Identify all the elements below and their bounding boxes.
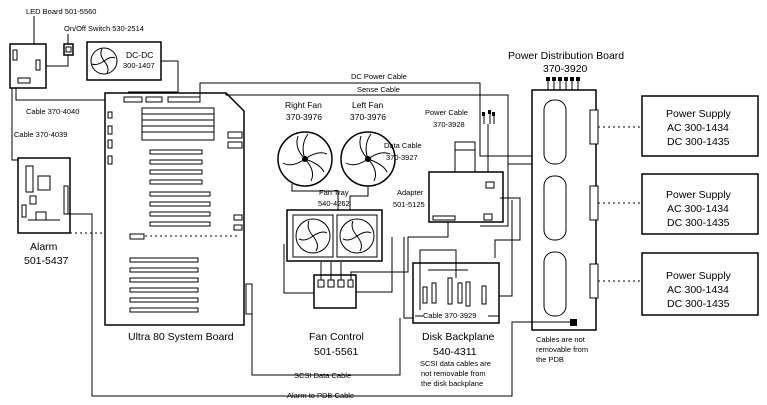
system-board-label: Ultra 80 System Board bbox=[128, 331, 234, 343]
onoff-switch-label: On/Off Switch 530-2514 bbox=[64, 24, 144, 33]
power-supply-1-ac: AC 300-1434 bbox=[667, 122, 729, 134]
fan-tray-part: 540-4262 bbox=[318, 199, 350, 208]
fan-control-part: 501-5561 bbox=[314, 346, 359, 358]
power-supply-2-dc: DC 300-1435 bbox=[667, 217, 730, 229]
power-supply-3-ac: AC 300-1434 bbox=[667, 284, 729, 296]
power-supply-1-name: Power Supply bbox=[666, 108, 732, 120]
power-cable bbox=[482, 110, 495, 182]
fan-control bbox=[313, 274, 357, 309]
alarm-board bbox=[17, 157, 71, 234]
right-fan-name: Right Fan bbox=[285, 100, 322, 110]
power-distribution-board bbox=[531, 89, 599, 331]
led-board bbox=[9, 43, 47, 89]
right-fan-part: 370-3976 bbox=[286, 112, 322, 122]
power-supply-3-dc: DC 300-1435 bbox=[667, 298, 730, 310]
dcdc-name: DC-DC bbox=[126, 50, 153, 60]
left-fan-part: 370-3976 bbox=[350, 112, 386, 122]
power-supply-2: Power Supply AC 300-1434 DC 300-1435 bbox=[641, 173, 759, 235]
scsi-note-line3: the disk backplane bbox=[421, 379, 483, 388]
dcdc-part: 300-1407 bbox=[123, 61, 155, 70]
onoff-switch bbox=[63, 43, 74, 56]
power-supply-1-dc: DC 300-1435 bbox=[667, 136, 730, 148]
power-supply-2-name: Power Supply bbox=[666, 189, 732, 201]
data-cable-part: 370-3927 bbox=[386, 153, 418, 162]
sense-cable-label: Sense Cable bbox=[357, 85, 400, 94]
pdb-note-line2: removable from bbox=[536, 345, 588, 354]
cable-4039-label: Cable 370-4039 bbox=[14, 130, 67, 139]
pdb-part: 370-3920 bbox=[543, 63, 588, 75]
fan-control-name: Fan Control bbox=[309, 331, 364, 343]
left-fan-name: Left Fan bbox=[352, 100, 383, 110]
power-supply-3-name: Power Supply bbox=[666, 270, 732, 282]
alarm-pdb-cable-label: Alarm to PDB Cable bbox=[287, 391, 354, 400]
scsi-note-line1: SCSI data cables are bbox=[420, 359, 491, 368]
pdb-top-connectors bbox=[546, 77, 580, 90]
disk-backplane-part: 540-4311 bbox=[433, 346, 477, 358]
power-supply-1: Power Supply AC 300-1434 DC 300-1435 bbox=[641, 95, 759, 157]
dcdc-converter bbox=[86, 41, 162, 81]
data-cable-name: Data Cable bbox=[384, 141, 422, 150]
alarm-name: Alarm bbox=[30, 241, 58, 253]
power-supply-3: Power Supply AC 300-1434 DC 300-1435 bbox=[641, 252, 759, 316]
system-board bbox=[104, 92, 253, 326]
adapter-part: 501-5125 bbox=[393, 200, 425, 209]
power-supply-2-ac: AC 300-1434 bbox=[667, 203, 729, 215]
pdb-note-line1: Cables are not bbox=[536, 335, 586, 344]
adapter-board bbox=[428, 171, 504, 223]
pdb-note-line3: the PDB bbox=[536, 355, 564, 364]
power-cable-name: Power Cable bbox=[425, 108, 468, 117]
fan-tray bbox=[286, 209, 383, 262]
alarm-part: 501-5437 bbox=[24, 255, 69, 267]
cable-4040-label: Cable 370-4040 bbox=[26, 107, 79, 116]
dc-power-cable-label: DC Power Cable bbox=[351, 72, 407, 81]
pdb-name: Power Distribution Board bbox=[508, 50, 624, 62]
fan-tray-name: Fan Tray bbox=[319, 188, 349, 197]
led-board-label: LED Board 501-5560 bbox=[26, 7, 96, 16]
cable-3929-label: Cable 370-3929 bbox=[423, 311, 476, 320]
power-cable-part: 370-3928 bbox=[433, 120, 465, 129]
adapter-name: Adapter bbox=[397, 188, 424, 197]
disk-backplane-name: Disk Backplane bbox=[422, 331, 495, 343]
scsi-data-cable-label: SCSI Data Cable bbox=[294, 371, 351, 380]
scsi-note-line2: not removable from bbox=[421, 369, 486, 378]
right-fan bbox=[277, 131, 333, 187]
